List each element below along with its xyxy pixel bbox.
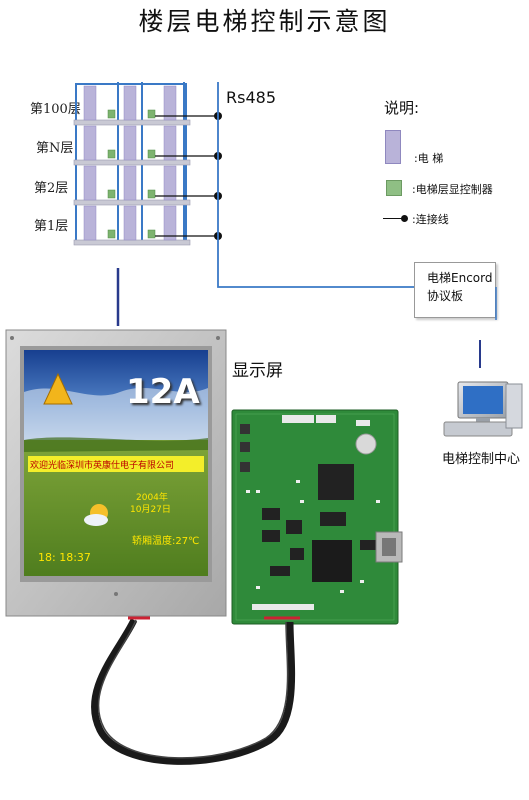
lcd-car-temp: 轿厢温度:27℃ xyxy=(132,536,200,547)
lcd-marquee: 欢迎光临深圳市英康仕电子有限公司 xyxy=(30,461,175,471)
controller-swatch xyxy=(386,180,402,196)
floor-controllers xyxy=(107,109,156,239)
elevator-shafts xyxy=(83,85,177,241)
connection-lines xyxy=(155,115,218,237)
lcd-floor-number: 12A xyxy=(126,372,200,412)
floor-label-n: 第N层 xyxy=(36,141,74,156)
floor-label-2: 第2层 xyxy=(34,181,69,196)
lcd-date-day: 10月27日 xyxy=(130,505,171,515)
ribbon-cables xyxy=(91,616,300,765)
encoder-board-line2: 协议板 xyxy=(427,289,464,303)
rs485-bus xyxy=(217,82,414,288)
legend-elevator-label: :电 梯 xyxy=(414,152,444,165)
computer-icon xyxy=(443,381,523,437)
encoder-board-line1: 电梯Encord xyxy=(427,271,493,285)
cloud-icon xyxy=(84,514,108,526)
lcd-time: 18: 18:37 xyxy=(38,551,91,564)
connector-dot-icon xyxy=(401,215,408,222)
lcd-date-year: 2004年 xyxy=(136,493,168,503)
encoder-board-box: 电梯Encord 协议板 xyxy=(414,262,496,318)
floor-label-100: 第100层 xyxy=(30,102,81,117)
controller-pcb xyxy=(231,409,403,625)
control-center-label: 电梯控制中心 xyxy=(442,452,521,467)
legend-controller-label: :电梯层显控制器 xyxy=(412,183,493,196)
page-title: 楼层电梯控制示意图 xyxy=(138,7,391,36)
legend-title: 说明: xyxy=(384,99,420,117)
lcd-display-unit xyxy=(5,329,227,617)
connector-line-icon xyxy=(383,218,403,219)
legend-connector-label: :连接线 xyxy=(412,213,449,226)
elevator-swatch xyxy=(385,130,401,164)
rs485-label: Rs485 xyxy=(226,88,276,107)
floor-label-1: 第1层 xyxy=(34,219,69,234)
screen-label: 显示屏 xyxy=(232,361,283,381)
up-arrow-icon xyxy=(43,372,73,405)
